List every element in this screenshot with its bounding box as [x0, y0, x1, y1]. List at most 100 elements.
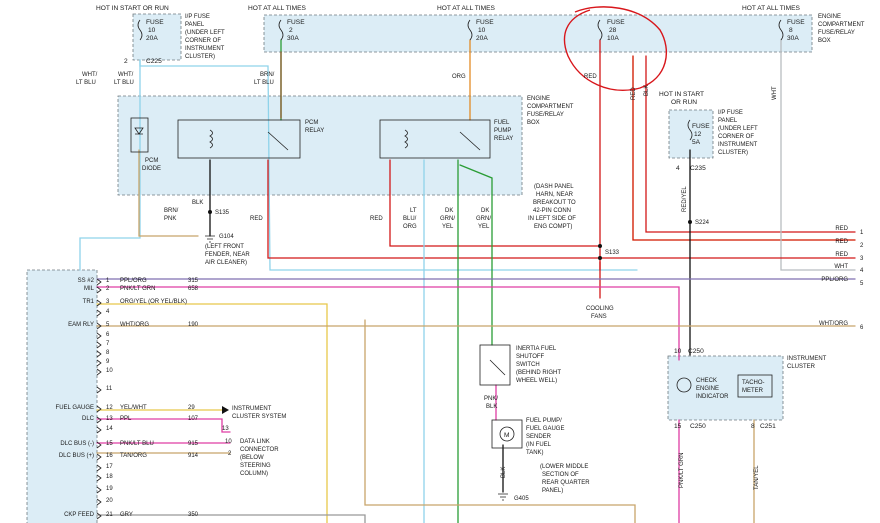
splice-s133 [598, 256, 602, 260]
s224-label: S224 [695, 220, 710, 226]
pcm-pin-name: DLC BUS (-) [60, 441, 94, 447]
label-brn-ltblu: BRN/ LT BLU [254, 72, 276, 86]
pcm-pin-number: 11 [106, 386, 113, 392]
splice-fp [598, 244, 602, 248]
fuse-2 [278, 19, 284, 41]
label-wht-ltblu-2: WHT/ LT BLU [114, 72, 135, 86]
engine-compartment-top-box [263, 14, 813, 53]
pcm-pin-number: 4 [106, 309, 110, 315]
dlc-pin-13: 13 [222, 426, 229, 432]
label-blk-28: BLK [644, 85, 650, 96]
wire-wht-fuse8 [780, 39, 856, 271]
wire-red-fp [389, 159, 601, 247]
pcm-pin-tick [96, 498, 102, 506]
pcm-pin-number: 8 [106, 350, 110, 356]
pcm-pin-tick [96, 386, 102, 394]
pcm-pin-number: 6 [106, 332, 110, 338]
ip-fuse-panel-2-box [668, 109, 714, 159]
fuel-pump-relay-symbol [379, 119, 491, 159]
motor-icon [499, 426, 515, 442]
hot-start-run-2a: HOT IN START [659, 91, 704, 98]
inertia-switch-contact-icon [489, 359, 506, 376]
pcm-pin-tick [96, 486, 102, 494]
pcm-pin-tick [96, 332, 102, 340]
arrow-cluster-icon [222, 406, 229, 414]
fuse6-title: FUSE [692, 123, 710, 130]
ip-fuse-panel-1-box [132, 13, 182, 61]
fp-relay-coil-icon [404, 129, 408, 149]
pcm-pin-tick [96, 341, 102, 349]
pcm-pin-number: 13 [106, 416, 113, 422]
splice-s224 [688, 220, 692, 224]
pcm-pin-tick [96, 278, 102, 286]
pcm-pin-number: 10 [106, 368, 113, 374]
c251-pin: 8 [751, 423, 755, 430]
label-wht-ltblu-1: WHT/ LT BLU [76, 72, 99, 86]
cluster-sys-label: INSTRUMENT CLUSTER SYSTEM [232, 406, 286, 420]
label-red-fp: RED [370, 216, 383, 222]
fuel-pump-label: FUEL PUMP/ FUEL GAUGE SENDER (IN FUEL TA… [526, 418, 566, 456]
right-row-number: 4 [860, 268, 864, 274]
pcm-pin-tick [96, 416, 102, 424]
right-row-label: PPL/ORG [821, 277, 848, 283]
fuel-pump-relay-label: FUEL PUMP RELAY [494, 120, 513, 142]
engine-compartment-mid-box [117, 95, 523, 196]
fuse-10-ip [137, 19, 143, 41]
pcm-pin-tick [96, 299, 102, 307]
pcm-pin-number: 3 [106, 299, 110, 305]
s133-label: S133 [605, 250, 620, 256]
c250-top-label: C250 [688, 348, 704, 355]
label-blk-ground: BLK [501, 467, 507, 478]
fuse1-title: FUSE [146, 19, 164, 26]
label-pnk-blk: PNK/ BLK [484, 396, 500, 410]
fuse2-amp: 30A [287, 35, 299, 42]
c235-label: C235 [690, 165, 706, 172]
g104-label: G104 (LEFT FRONT FENDER, NEAR AIR CLEANE… [205, 234, 251, 266]
wire-tan-return [364, 319, 636, 523]
label-dk-grn-yel-1: DK GRN/ YEL [440, 208, 457, 230]
right-row-label: WHT/ORG [819, 321, 848, 327]
right-row-label: WHT [834, 264, 848, 270]
pcm-pin-number: 2 [106, 286, 110, 292]
pcm-pin-circuit: 190 [188, 322, 199, 328]
pcm-pin-wire: WHT/ORG [120, 322, 149, 328]
label-blk-pcm: BLK [192, 200, 203, 206]
wire-red-2 [645, 55, 856, 233]
fuse-28 [597, 19, 603, 41]
instrument-cluster-box [667, 355, 784, 421]
splice-s135 [208, 210, 212, 214]
label-brn-pnk: BRN/ PNK [164, 208, 180, 222]
wire-pin2-pnk-ltgrn [96, 286, 680, 361]
pcm-diode-label: PCM DIODE [142, 158, 161, 172]
pcm-pin-tick [96, 322, 102, 330]
fuse5-title: FUSE [787, 19, 805, 26]
wire-red-highlight [632, 55, 856, 241]
fuse4-title: FUSE [607, 19, 625, 26]
pcm-pin-number: 19 [106, 486, 113, 492]
hot-all-times-1: HOT AT ALL TIMES [248, 5, 307, 12]
pcm-pin-name: TR1 [83, 299, 95, 305]
fuse-12-ip [687, 119, 693, 141]
ip-panel-1: I/P FUSE PANEL (UNDER LEFT CORNER OF INS… [185, 14, 226, 60]
right-row-number: 5 [860, 281, 864, 287]
c250-bot-label: C250 [690, 423, 706, 430]
c235-pin: 4 [676, 165, 680, 172]
wire-pin3-org-yel [96, 303, 328, 523]
pcm-pin-name: MIL [84, 286, 95, 292]
dash-harn-label: (DASH PANEL HARN, NEAR BREAKOUT TO 42-PI… [528, 184, 578, 230]
pcm-pin-number: 7 [106, 341, 110, 347]
fuse-8 [778, 19, 784, 41]
fuse6-amp: 5A [692, 139, 701, 146]
right-row-number: 3 [860, 256, 864, 262]
dlc-label: DATA LINK CONNECTOR (BELOW STEERING COLU… [240, 439, 280, 477]
dlc-pin-2: 2 [228, 451, 232, 457]
wire-red-pcm [267, 159, 856, 259]
pcm-pin-wire: GRY [120, 512, 133, 518]
pcm-pin-number: 5 [106, 322, 110, 328]
wire-wht-ltblu-2 [139, 59, 638, 271]
pcm-pin-wire: PPL/ORG [120, 278, 147, 284]
check-engine-label: CHECK ENGINE INDICATOR [696, 378, 729, 400]
